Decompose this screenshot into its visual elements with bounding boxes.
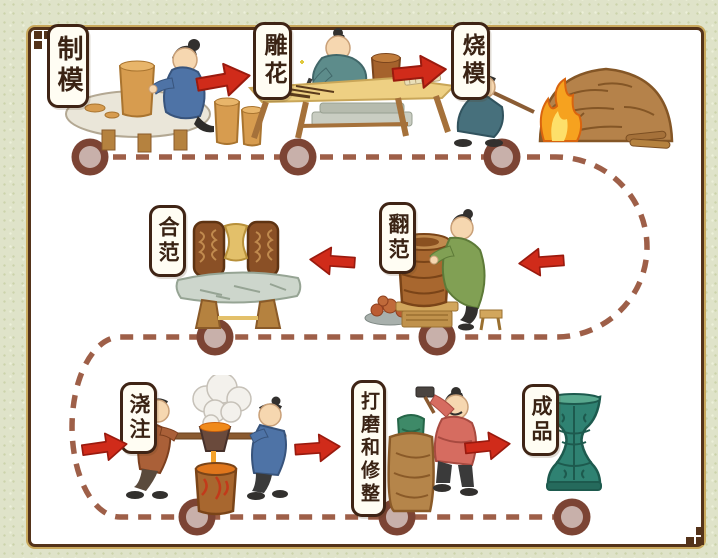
finished-vessel-illustration — [546, 393, 602, 491]
arrow-right-icon — [294, 433, 341, 463]
mold-assembling-illustration — [175, 220, 302, 329]
metal-pouring-illustration — [126, 375, 288, 516]
step-label-mold-assembling: 合范 — [149, 205, 186, 277]
step-label-metal-pouring: 浇注 — [120, 382, 157, 454]
pattern-carving-illustration — [247, 28, 457, 139]
node-icon — [71, 138, 109, 176]
corner-ornament-icon — [696, 527, 704, 535]
step-label-mold-flipping: 翻范 — [379, 202, 416, 274]
corner-ornament-icon — [34, 41, 42, 49]
arrow-left-icon — [518, 247, 565, 277]
mold-making-illustration — [65, 39, 264, 153]
step-label-finished-product: 成品 — [522, 384, 559, 456]
node-icon — [483, 138, 521, 176]
arrow-right-icon — [391, 54, 447, 89]
step-label-mold-making: 制模 — [47, 24, 89, 108]
node-icon — [279, 138, 317, 176]
step-label-polishing-trimming: 打磨和修整 — [351, 380, 386, 517]
arrow-right-icon — [80, 432, 128, 461]
corner-ornament-icon — [696, 537, 704, 545]
dashed-route — [69, 154, 650, 520]
arrow-left-icon — [309, 246, 356, 276]
arrow-right-icon — [195, 62, 251, 97]
node-icon — [418, 318, 456, 356]
step-label-mold-firing: 烧模 — [451, 22, 490, 100]
node-icon — [553, 498, 591, 536]
arrow-right-icon — [464, 431, 511, 461]
step-label-pattern-carving: 雕花 — [253, 22, 292, 100]
corner-ornament-icon — [686, 537, 694, 545]
corner-ornament-icon — [34, 31, 42, 39]
